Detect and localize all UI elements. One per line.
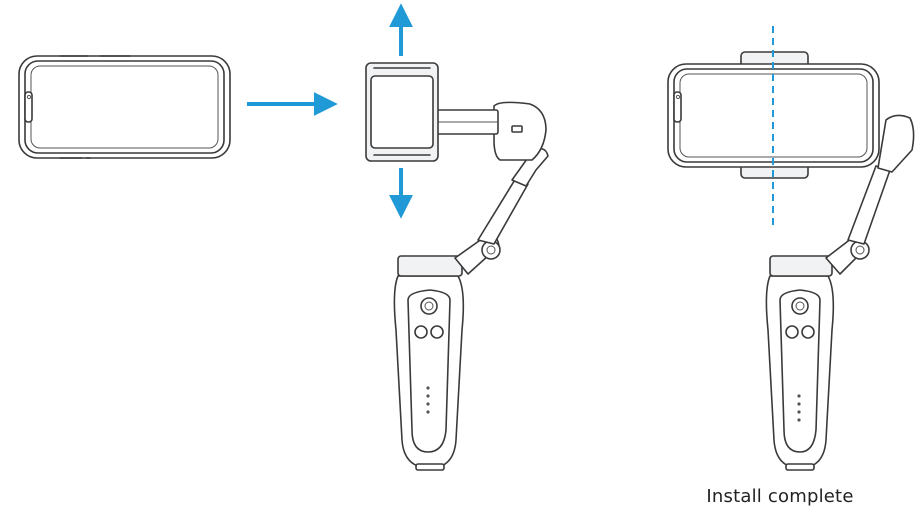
smartphone-landscape [18,55,231,159]
gimbal-step-two [365,62,549,471]
install-complete-caption: Install complete [706,486,854,507]
gimbal-installed [667,51,915,471]
